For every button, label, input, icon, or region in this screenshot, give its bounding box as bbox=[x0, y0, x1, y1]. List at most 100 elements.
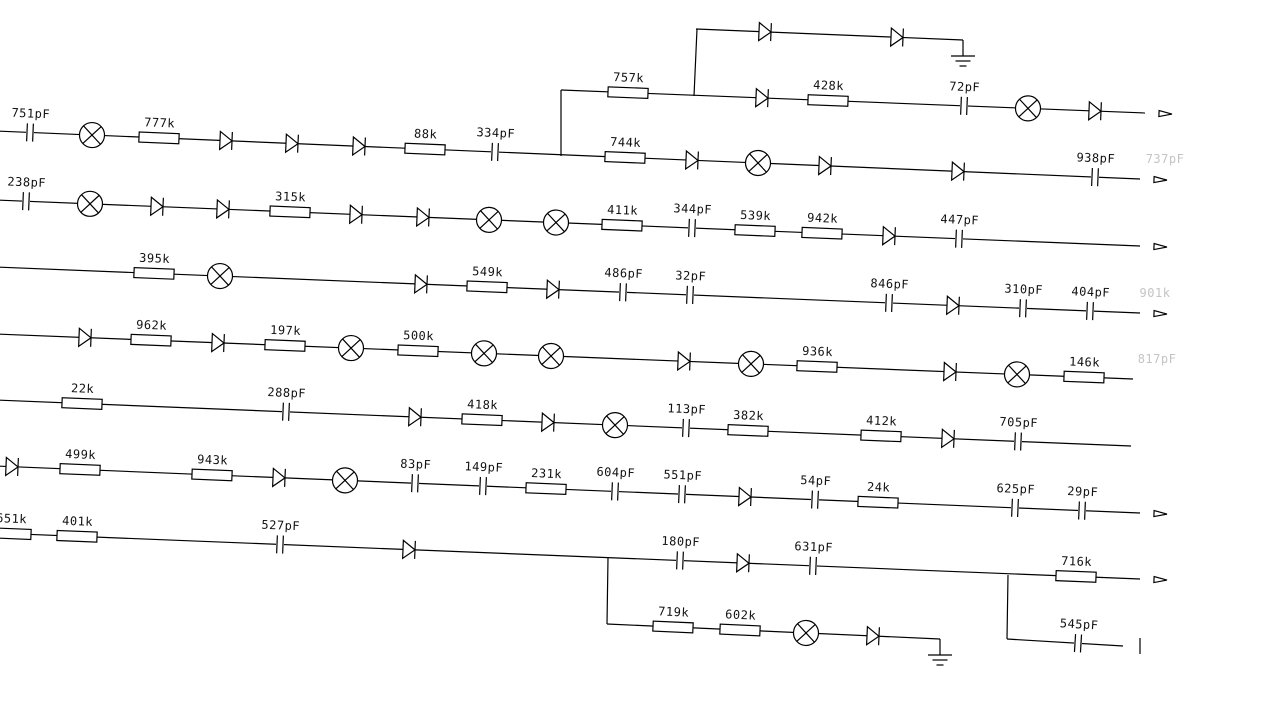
resistor-value-label: 539k bbox=[740, 208, 772, 223]
output-arrow-icon bbox=[1153, 175, 1168, 184]
diode-symbol bbox=[889, 26, 904, 48]
diode-symbol bbox=[351, 135, 366, 157]
capacitor-symbol: 54pF bbox=[800, 473, 832, 509]
capacitor-symbol: 527pF bbox=[261, 518, 300, 554]
resistor-value-label: 315k bbox=[275, 189, 307, 204]
diode-symbol bbox=[149, 196, 164, 217]
lamp-icon bbox=[78, 121, 106, 149]
capacitor-symbol: 705pF bbox=[999, 415, 1038, 451]
resistor-value-label: 744k bbox=[610, 135, 642, 150]
resistor-symbol: 231k bbox=[525, 466, 567, 496]
diode-symbol bbox=[211, 332, 225, 353]
diode-symbol bbox=[4, 456, 19, 477]
resistor-symbol: 943k bbox=[191, 452, 233, 482]
capacitor-value-label: 238pF bbox=[7, 174, 46, 190]
resistor-value-label: 716k bbox=[1061, 554, 1093, 569]
lamp-icon bbox=[206, 262, 234, 290]
resistor-value-label: 88k bbox=[414, 127, 438, 142]
resistor-value-label: 777k bbox=[144, 115, 176, 130]
resistor-symbol: 549k bbox=[466, 264, 508, 294]
capacitor-symbol: 551pF bbox=[663, 467, 702, 504]
capacitor-value-label: 486pF bbox=[604, 265, 643, 281]
diode-symbol bbox=[271, 467, 286, 488]
capacitor-value-label: 604pF bbox=[596, 465, 635, 481]
capacitor-value-label: 334pF bbox=[476, 125, 515, 141]
capacitor-value-label: 545pF bbox=[1059, 616, 1098, 632]
wire bbox=[1006, 638, 1124, 647]
diode-symbol bbox=[817, 155, 832, 176]
lamp-icon bbox=[601, 412, 629, 439]
resistor-value-label: 962k bbox=[136, 318, 168, 333]
capacitor-symbol: 238pF bbox=[7, 174, 46, 211]
capacitor-value-label: 83pF bbox=[400, 457, 431, 472]
capacitor-value-label: 551pF bbox=[663, 467, 702, 483]
diode-symbol bbox=[415, 206, 430, 228]
resistor-symbol: 22k bbox=[61, 381, 103, 410]
diode-symbol bbox=[540, 411, 555, 433]
capacitor-value-label: 625pF bbox=[996, 481, 1035, 497]
capacitor-value-label: 631pF bbox=[794, 539, 833, 555]
capacitor-value-label: 149pF bbox=[464, 459, 503, 475]
capacitor-symbol: 288pF bbox=[267, 385, 306, 421]
circuit-row-row-1-branch-upper: 757k 428k 72pF bbox=[560, 70, 1173, 122]
diode-symbol bbox=[950, 160, 965, 182]
wire bbox=[0, 465, 1141, 514]
resistor-symbol: 602k bbox=[719, 607, 761, 637]
diode-symbol bbox=[545, 278, 560, 300]
resistor-symbol: 757k bbox=[607, 70, 649, 100]
capacitor-value-label: 527pF bbox=[261, 518, 300, 534]
faded-end-label: 901k bbox=[1140, 286, 1171, 300]
wire bbox=[0, 130, 1141, 180]
diode-symbol bbox=[78, 327, 92, 348]
capacitor-symbol: 72pF bbox=[949, 79, 980, 116]
capacitor-symbol: 486pF bbox=[604, 265, 643, 302]
resistor-value-label: 943k bbox=[197, 452, 229, 467]
resistor-symbol: 936k bbox=[796, 344, 838, 373]
resistor-symbol: 401k bbox=[56, 514, 98, 543]
resistor-value-label: 757k bbox=[613, 70, 645, 85]
diode-symbol bbox=[735, 552, 750, 573]
capacitor-value-label: 113pF bbox=[667, 401, 706, 417]
capacitor-symbol: 625pF bbox=[996, 481, 1035, 518]
resistor-symbol: 412k bbox=[860, 413, 902, 443]
resistor-symbol: 146k bbox=[1063, 354, 1105, 384]
capacitor-symbol: 751pF bbox=[11, 106, 50, 142]
lamp-icon bbox=[792, 619, 820, 647]
diode-symbol bbox=[945, 295, 960, 316]
wire bbox=[560, 89, 1146, 114]
diode-symbol bbox=[348, 204, 363, 225]
resistor-value-label: 500k bbox=[403, 328, 435, 343]
capacitor-symbol: 545pF bbox=[1059, 616, 1099, 653]
capacitor-symbol: 846pF bbox=[870, 276, 909, 313]
output-arrow-icon bbox=[1153, 242, 1168, 251]
diode-symbol bbox=[943, 361, 957, 382]
diode-symbol bbox=[1088, 100, 1102, 121]
diode-symbol bbox=[940, 428, 955, 449]
capacitor-value-label: 29pF bbox=[1067, 484, 1098, 499]
resistor-value-label: 146k bbox=[1069, 354, 1101, 369]
lamp-icon bbox=[744, 149, 772, 177]
capacitor-value-label: 288pF bbox=[267, 385, 306, 401]
resistor-symbol: 411k bbox=[601, 203, 643, 232]
resistor-symbol: 428k bbox=[807, 78, 849, 107]
capacitor-symbol: 113pF bbox=[667, 401, 706, 438]
resistor-symbol: 197k bbox=[264, 323, 306, 352]
capacitor-value-label: 447pF bbox=[940, 212, 979, 228]
capacitor-value-label: 180pF bbox=[661, 534, 700, 550]
diode-symbol bbox=[218, 130, 233, 151]
wire bbox=[0, 532, 1141, 580]
diode-symbol bbox=[881, 225, 896, 246]
capacitor-symbol: 180pF bbox=[661, 534, 700, 570]
resistor-value-label: 197k bbox=[270, 323, 302, 338]
resistor-value-label: 401k bbox=[62, 514, 94, 529]
capacitor-symbol: 83pF bbox=[400, 457, 432, 493]
diode-symbol bbox=[684, 149, 699, 171]
resistor-symbol: 651k bbox=[0, 511, 32, 541]
ground-icon bbox=[928, 639, 952, 666]
